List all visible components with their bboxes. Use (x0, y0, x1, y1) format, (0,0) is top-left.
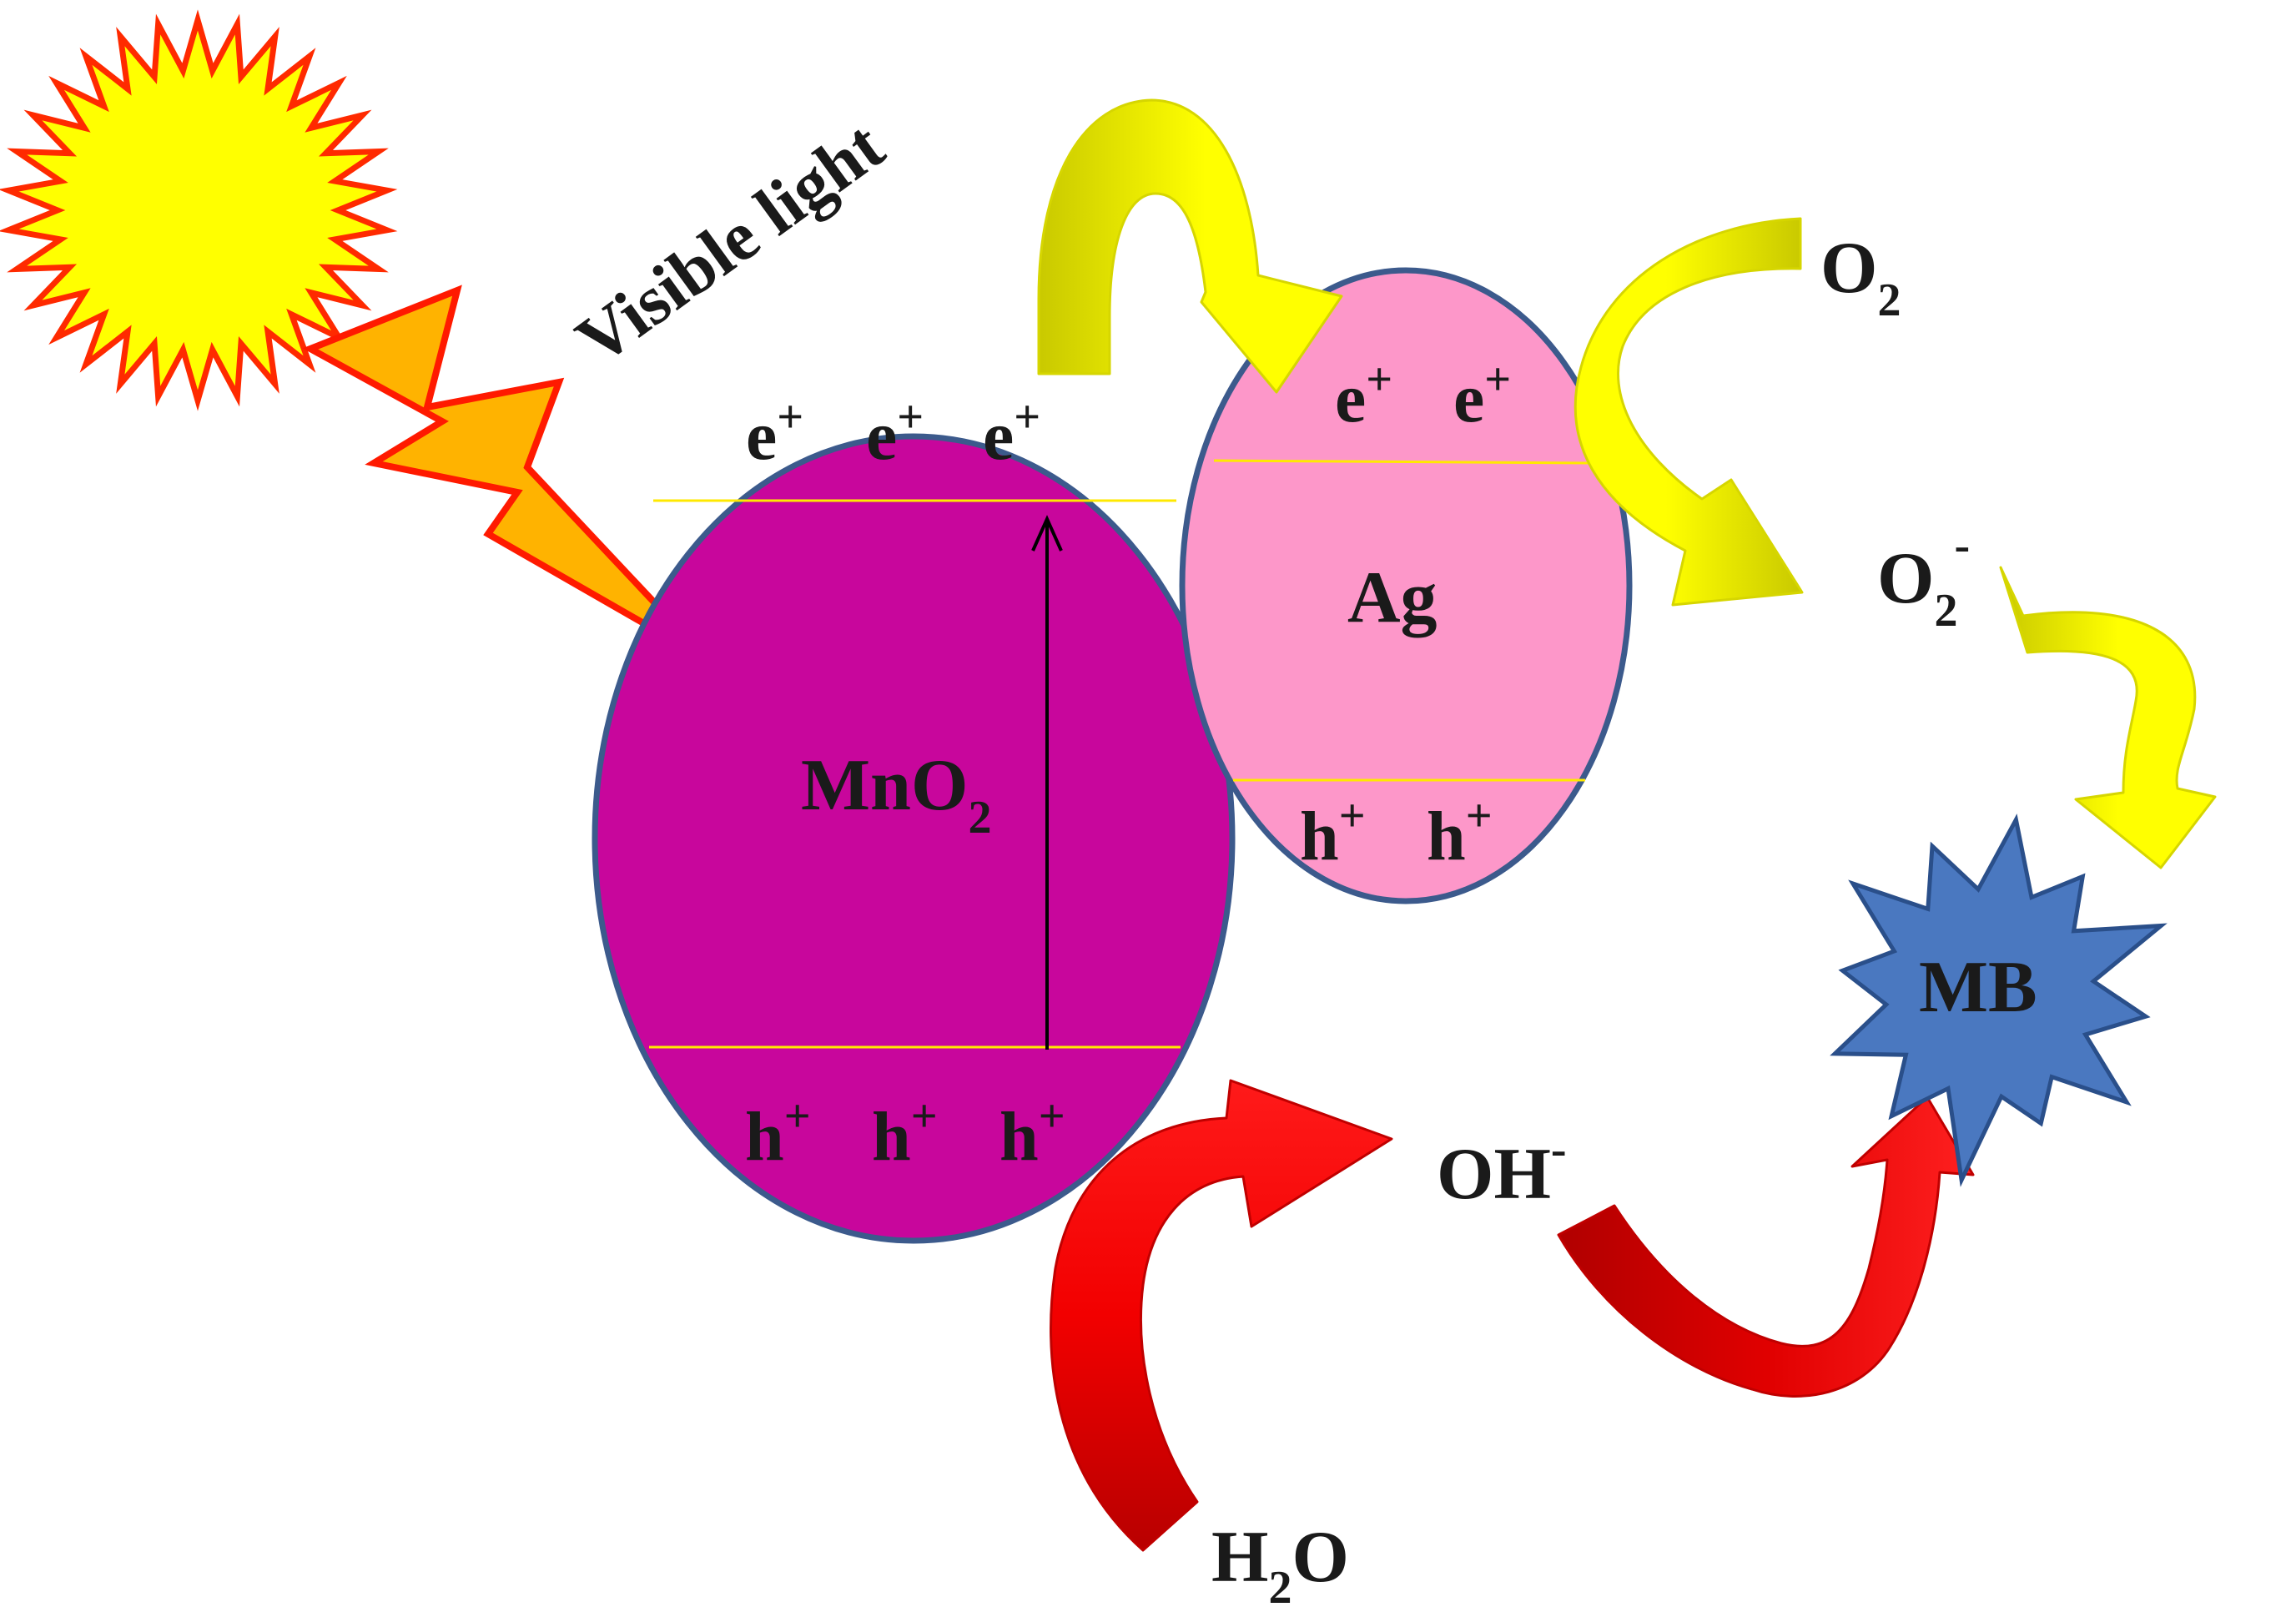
mno2-hole-2: h+ (872, 1091, 938, 1176)
mno2-electrons: e+ e+ e+ (746, 391, 1040, 475)
mno2-electron-2: e+ (866, 391, 924, 475)
oxygen-reduction-arrow (1573, 217, 1804, 607)
mno2-hole-1: h+ (745, 1091, 811, 1176)
superoxide-attack-arrow (1999, 566, 2217, 869)
mno2-electron-3: e+ (983, 391, 1040, 475)
water-oxidation-arrow (1050, 1079, 1393, 1552)
ag-label: Ag (1347, 557, 1438, 638)
mno2-label: MnO2 (801, 745, 991, 844)
ag-hole-2: h+ (1427, 790, 1493, 875)
mno2-electron-1: e+ (746, 391, 803, 475)
hydroxyl-attack-arrow (1557, 1096, 1975, 1398)
sun-icon (0, 9, 398, 411)
oxygen-label: O2 (1820, 228, 1901, 326)
hydroxyl-label: OH- (1437, 1124, 1567, 1215)
mno2-holes: h+ h+ h+ (745, 1091, 1065, 1176)
mb-label: MB (1919, 947, 2037, 1028)
electron-transfer-arrow (1037, 98, 1343, 394)
ag-hole-1: h+ (1300, 790, 1366, 875)
mno2-hole-3: h+ (999, 1091, 1065, 1176)
ag-particle (1179, 267, 1633, 904)
mb-burst-icon (1830, 814, 2168, 1187)
excitation-arrow-head (1031, 515, 1063, 552)
visible-light-label: Visible light (563, 107, 898, 380)
mno2-particle (592, 433, 1236, 1244)
ag-electron-1: e+ (1335, 354, 1392, 437)
ag-electrons: e+ e+ (1335, 354, 1511, 437)
ag-upper-band-line (1213, 459, 1594, 465)
superoxide-label: O2- (1877, 520, 1970, 637)
water-label: H2O (1211, 1517, 1349, 1608)
ag-holes: h+ h+ (1300, 790, 1493, 875)
ag-electron-2: e+ (1453, 354, 1511, 437)
